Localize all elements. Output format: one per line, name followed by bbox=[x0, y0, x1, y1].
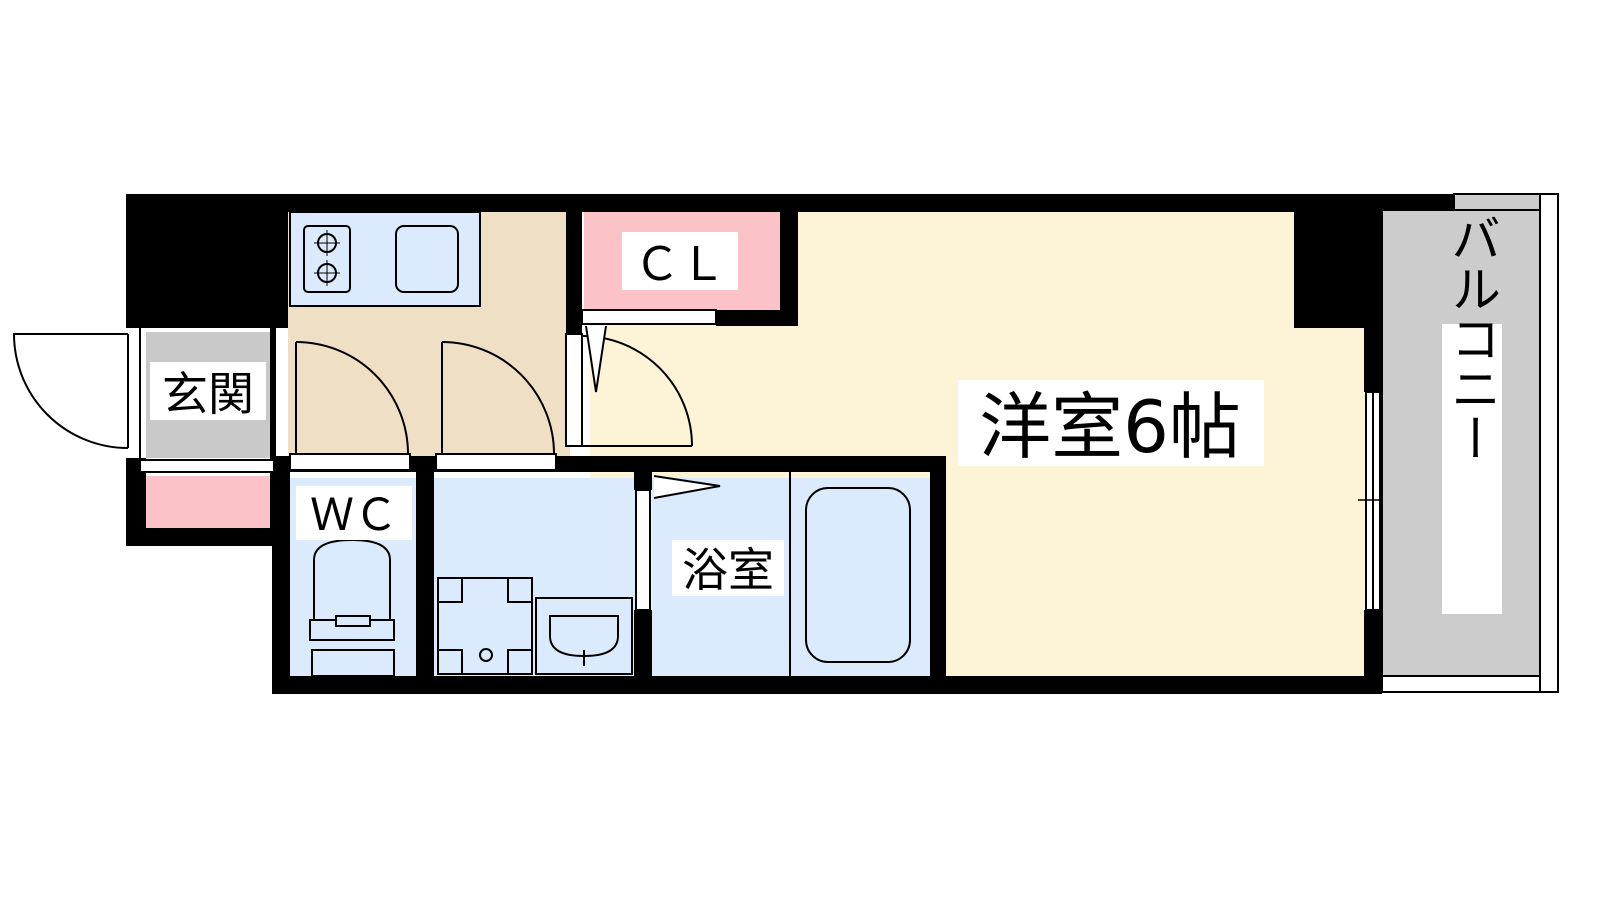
balcony-label: バルコニー bbox=[1443, 213, 1501, 463]
western-room-label: 洋室6帖 bbox=[979, 385, 1241, 469]
kitchen-counter bbox=[289, 211, 481, 307]
washbasin-icon bbox=[535, 597, 633, 675]
kitchen-sink-icon bbox=[395, 225, 459, 293]
toilet-icon bbox=[309, 538, 395, 677]
bath-label-bg bbox=[672, 540, 784, 596]
washing-machine-space-icon bbox=[437, 577, 533, 675]
bathtub-icon bbox=[805, 487, 911, 663]
balcony-label-bg bbox=[1442, 324, 1502, 614]
bath-label: 浴室 bbox=[682, 543, 774, 597]
wc-label: ＷＣ bbox=[310, 490, 398, 541]
stove-icon bbox=[303, 225, 351, 293]
wc-label-bg bbox=[296, 486, 412, 540]
cl-label-bg bbox=[622, 232, 738, 290]
doors bbox=[12, 309, 1388, 611]
genkan-label-bg bbox=[150, 362, 266, 420]
genkan-label: 玄関 bbox=[162, 367, 254, 421]
shoe-storage bbox=[146, 476, 270, 528]
western-room-label-bg bbox=[958, 380, 1264, 466]
cl-label: ＣＬ bbox=[634, 237, 726, 291]
